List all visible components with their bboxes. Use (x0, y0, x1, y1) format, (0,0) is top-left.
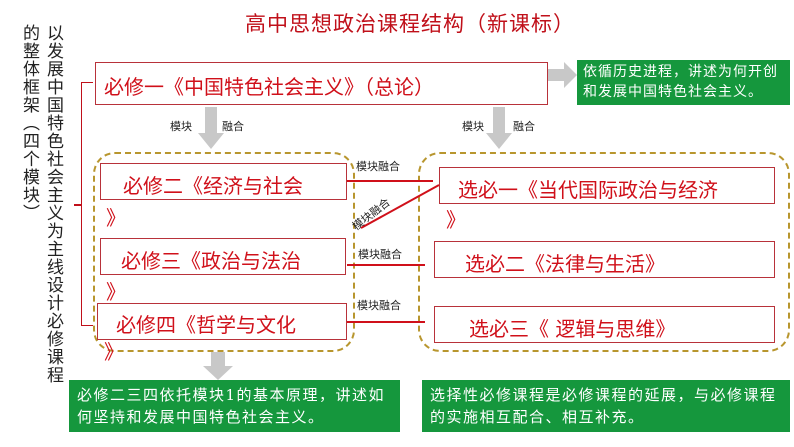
arrow-down-icon (486, 107, 512, 149)
elective-1-box: 选必一《当代国际政治与经济 (439, 167, 775, 204)
required-group (93, 152, 355, 352)
connector-label: 模块融合 (357, 299, 401, 312)
required-3-close: 》 (106, 280, 126, 304)
connector-line (347, 264, 425, 266)
elective-1-close: 》 (446, 208, 466, 232)
elective-3-box: 选必三《 逻辑与思维》 (434, 306, 775, 343)
connector-diagonal (360, 184, 440, 229)
side-text-main: 以发展中国特色社会主义为主线设计必修课程 (43, 24, 63, 384)
bracket-tick (74, 204, 82, 206)
arrow-label: 融合 (513, 120, 535, 133)
side-text-sub: 的整体框架（四个模块） (19, 24, 39, 222)
bracket (81, 82, 93, 326)
arrow-right-icon (548, 62, 577, 88)
required-2-box: 必修二《经济与社会 (100, 163, 347, 200)
arrow-label: 模块 (462, 120, 484, 133)
note-bottom-right: 选择性必修课程是必修课程的延展，与必修课程的实施相互配合、相互补充。 (422, 380, 790, 432)
note-top: 依循历史进程，讲述为何开创和发展中国特色社会主义。 (577, 60, 790, 105)
required-2-close: 》 (106, 206, 126, 230)
connector-label: 模块融合 (356, 160, 400, 173)
arrow-label: 融合 (222, 120, 244, 133)
required-3-box: 必修三《政治与法治 (100, 238, 346, 275)
required-4-close: 》 (104, 340, 124, 364)
note-bottom-left: 必修二三四依托模块1的基本原理，讲述如何坚持和发展中国特色社会主义。 (69, 380, 400, 432)
connector-label: 模块融合 (358, 248, 402, 261)
elective-group (418, 152, 790, 352)
connector-line (347, 180, 433, 182)
required-4-box: 必修四《哲学与文化 (97, 303, 347, 340)
page-title: 高中思想政治课程结构（新课标） (245, 12, 575, 36)
arrow-down-icon (203, 352, 233, 380)
connector-line (347, 321, 425, 323)
elective-2-box: 选必二《法律与生活》 (434, 241, 775, 278)
arrow-down-icon (198, 107, 224, 149)
required-1-box: 必修一《中国特色社会主义》（总论） (95, 62, 548, 105)
arrow-label: 模块 (170, 120, 192, 133)
